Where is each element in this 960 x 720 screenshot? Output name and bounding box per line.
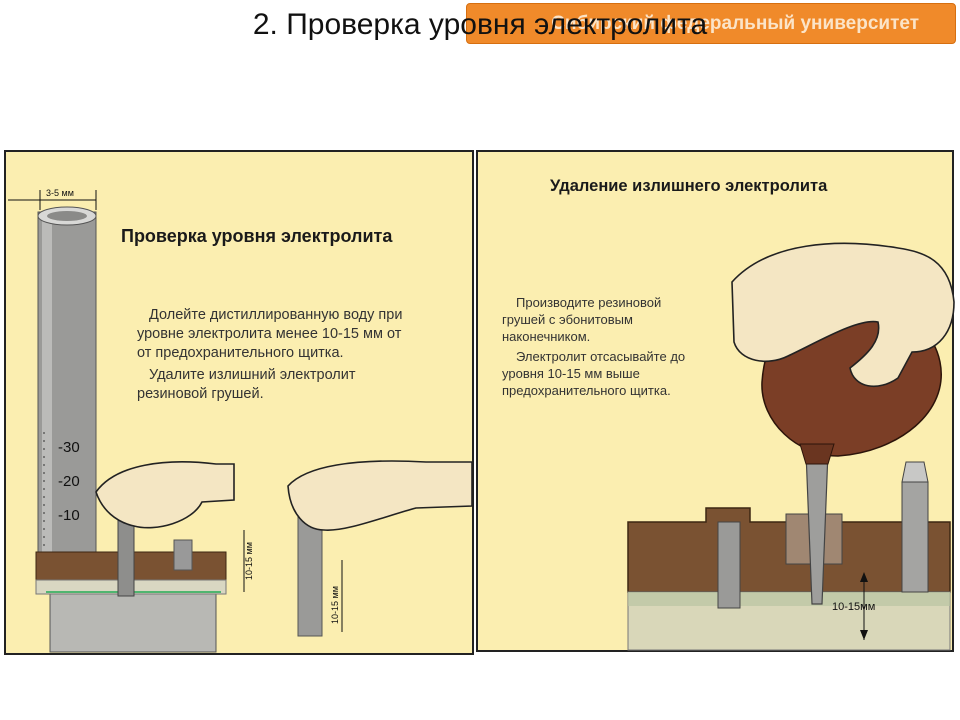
right-panel-line-5: уровня 10-15 мм выше (502, 366, 640, 381)
university-badge: Сибирский федеральный университет (466, 3, 956, 44)
left-panel-line-4: Удалите излишний электролит (149, 367, 356, 383)
scale-mark-20: -20 (58, 473, 80, 490)
left-panel-line-5: резиновой грушей. (137, 386, 264, 402)
right-panel-line-4: Электролит отсасывайте до (516, 349, 686, 364)
right-panel-line-3: наконечником. (502, 329, 591, 344)
level-label-b: 10-15 мм (330, 586, 340, 624)
rubber-bulb-illustration: 10-15мм (627, 242, 955, 651)
scale-mark-30: -30 (58, 439, 80, 456)
right-panel-line-6: предохранительного щитка. (502, 383, 671, 398)
left-panel-heading: Проверка уровня электролита (121, 226, 393, 246)
measuring-tube-illustration: 3-5 мм -30 -20 -10 10-15 мм 10-15 мм (8, 188, 473, 653)
right-panel-line-1: Производите резиновой (516, 295, 662, 310)
right-illustration-panel: 10-15мм Удаление излишнего электролита П… (476, 150, 955, 652)
left-illustration-panel: 3-5 мм -30 -20 -10 10-15 мм 10-15 мм Про… (4, 150, 474, 655)
right-panel-heading: Удаление излишнего электролита (550, 177, 828, 195)
left-panel-line-1: Долейте дистиллированную воду при (149, 307, 403, 323)
level-label-a: 10-15 мм (244, 542, 254, 580)
right-panel-line-2: грушей с эбонитовым (502, 312, 633, 327)
right-level-label: 10-15мм (832, 601, 875, 613)
left-panel-line-3: от предохранительного щитка. (137, 345, 344, 361)
left-panel-line-2: уровне электролита менее 10-15 мм от (137, 326, 402, 342)
scale-mark-10: -10 (58, 507, 80, 524)
university-badge-text: Сибирский федеральный университет (551, 13, 919, 34)
tube-width-label: 3-5 мм (46, 188, 74, 198)
